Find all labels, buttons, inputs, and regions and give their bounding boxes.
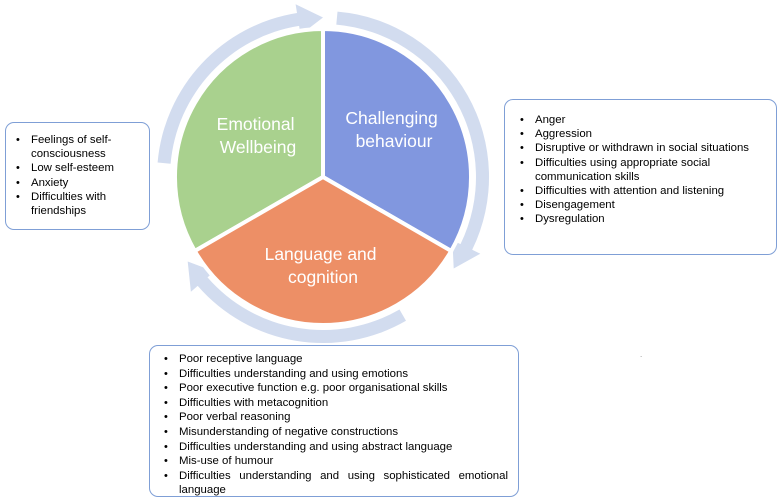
segment-label-line: Language and (265, 244, 377, 264)
cycle-arrow-left (187, 261, 406, 344)
emotional-wellbeing-list: Feelings of self-consciousness Low self-… (13, 133, 141, 218)
list-item: Disengagement (517, 198, 768, 212)
stray-dot: . (640, 350, 643, 359)
segment-challenging-behaviour (321, 27, 474, 253)
list-item: Anxiety (13, 176, 141, 190)
segment-label-challenging: Challenging behaviour (345, 108, 442, 151)
list-item: Difficulties with attention and listenin… (517, 184, 768, 198)
language-cognition-list: Poor receptive language Difficulties und… (161, 352, 508, 498)
list-item: Anger (517, 113, 768, 127)
list-item: Low self-esteem (13, 161, 141, 175)
language-cognition-box: Poor receptive language Difficulties und… (149, 345, 519, 497)
segment-label-language: Language and cognition (265, 244, 382, 287)
segment-label-emotional: Emotional Wellbeing (217, 114, 300, 157)
challenging-behaviour-box: Anger Aggression Disruptive or withdrawn… (504, 99, 777, 255)
cycle-arrow-right (336, 11, 490, 269)
list-item: Dysregulation (517, 212, 768, 226)
segment-label-line: behaviour (356, 131, 433, 151)
list-item: Misunderstanding of negative constructio… (161, 425, 508, 440)
list-item: Difficulties understanding and using emo… (161, 367, 508, 382)
list-item: Poor verbal reasoning (161, 410, 508, 425)
segment-emotional-wellbeing (172, 27, 325, 253)
list-item: Poor executive function e.g. poor organi… (161, 381, 508, 396)
segment-language-cognition (192, 175, 454, 327)
list-item: Difficulties understanding and using sop… (161, 469, 508, 498)
segment-label-line: Challenging (345, 108, 437, 128)
list-item: Mis-use of humour (161, 454, 508, 469)
list-item: Difficulties with friendships (13, 190, 141, 218)
segment-label-line: Emotional (217, 114, 295, 134)
list-item: Aggression (517, 127, 768, 141)
segment-label-line: cognition (288, 267, 358, 287)
list-item: Difficulties using appropriate social co… (517, 156, 768, 184)
emotional-wellbeing-box: Feelings of self-consciousness Low self-… (5, 122, 150, 230)
challenging-behaviour-list: Anger Aggression Disruptive or withdrawn… (517, 113, 768, 227)
list-item: Difficulties understanding and using abs… (161, 440, 508, 455)
cycle-arrow-top (157, 4, 323, 164)
list-item: Poor receptive language (161, 352, 508, 367)
list-item: Feelings of self-consciousness (13, 133, 141, 161)
list-item: Disruptive or withdrawn in social situat… (517, 141, 768, 155)
list-item: Difficulties with metacognition (161, 396, 508, 411)
segment-label-line: Wellbeing (220, 137, 297, 157)
